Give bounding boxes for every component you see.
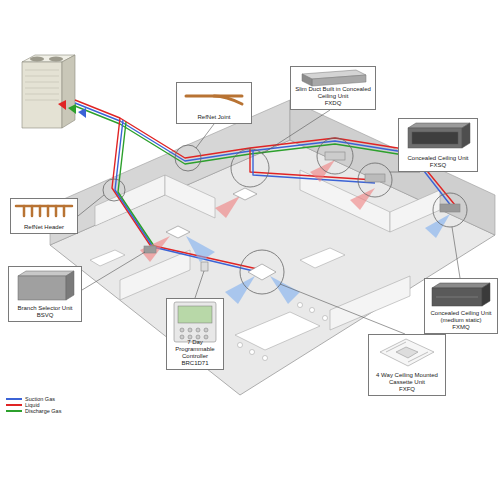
model-code: FXMQ [427, 324, 495, 331]
unit-name: RefNet Joint [179, 114, 249, 121]
legend-swatch [6, 398, 22, 400]
partitions [95, 170, 440, 330]
controller-picture [174, 302, 216, 342]
slim-duct-picture [302, 70, 366, 86]
branch-selector-picture [18, 271, 74, 300]
side-wall [290, 100, 495, 235]
callout-backgrounds [8, 66, 498, 396]
callout-box: 4 Way Ceiling Mounted Cassette UnitFXFQ [368, 334, 446, 396]
unit-name: Concealed Ceiling Unit (medium static) [427, 310, 495, 324]
legend-row: Discharge Gas [6, 408, 61, 414]
legend-row: Liquid [6, 402, 61, 408]
legend-swatch [6, 404, 22, 406]
unit-name: Branch Selector Unit [11, 305, 79, 312]
model-code: BSVQ [11, 312, 79, 319]
model-code: BRC1D71 [169, 360, 221, 367]
callout-box: Branch Selector UnitBSVQ [8, 266, 82, 322]
model-code: FXDQ [293, 100, 373, 107]
legend-text: Liquid [25, 402, 40, 409]
refnet-joint-picture [186, 96, 242, 104]
callout-text: Branch Selector UnitBSVQ [11, 305, 79, 319]
concealed-unit-picture [408, 123, 470, 148]
model-code: FXFQ [371, 386, 443, 393]
callout-text: 7 Day Programmable ControllerBRC1D71 [169, 339, 221, 367]
callout-text: RefNet Joint [179, 114, 249, 121]
callout-text: Concealed Ceiling Unit (medium static)FX… [427, 310, 495, 331]
callout-text: 4 Way Ceiling Mounted Cassette UnitFXFQ [371, 372, 443, 393]
callout-box: RefNet Header [10, 198, 78, 234]
legend-row: Suction Gas [6, 396, 61, 402]
unit-name: 7 Day Programmable Controller [169, 339, 221, 360]
legend-text: Suction Gas [25, 396, 55, 403]
unit-name: Concealed Ceiling Unit [401, 155, 475, 162]
refnet-header-picture [16, 206, 72, 216]
model-code: FXSQ [401, 162, 475, 169]
legend: Suction GasLiquidDischarge Gas [6, 396, 61, 414]
unit-name: Slim Duct Built in Concealed Ceiling Uni… [293, 86, 373, 100]
pipe-markers [58, 100, 86, 118]
callout-box: RefNet Joint [176, 82, 252, 124]
air-streams [140, 160, 450, 304]
callout-text: Slim Duct Built in Concealed Ceiling Uni… [293, 86, 373, 107]
unit-name: 4 Way Ceiling Mounted Cassette Unit [371, 372, 443, 386]
callout-box: Slim Duct Built in Concealed Ceiling Uni… [290, 66, 376, 110]
legend-swatch [6, 410, 22, 412]
callout-text: RefNet Header [13, 224, 75, 231]
medium-static-unit-picture [432, 283, 490, 306]
legend-text: Discharge Gas [25, 408, 61, 415]
outdoor-unit [22, 55, 75, 128]
callout-box: Concealed Ceiling Unit (medium static)FX… [424, 278, 498, 334]
callout-box: 7 Day Programmable ControllerBRC1D71 [166, 298, 224, 370]
cassette-picture [380, 339, 434, 366]
callout-box: Concealed Ceiling UnitFXSQ [398, 118, 478, 172]
callout-text: Concealed Ceiling UnitFXSQ [401, 155, 475, 169]
unit-name: RefNet Header [13, 224, 75, 231]
